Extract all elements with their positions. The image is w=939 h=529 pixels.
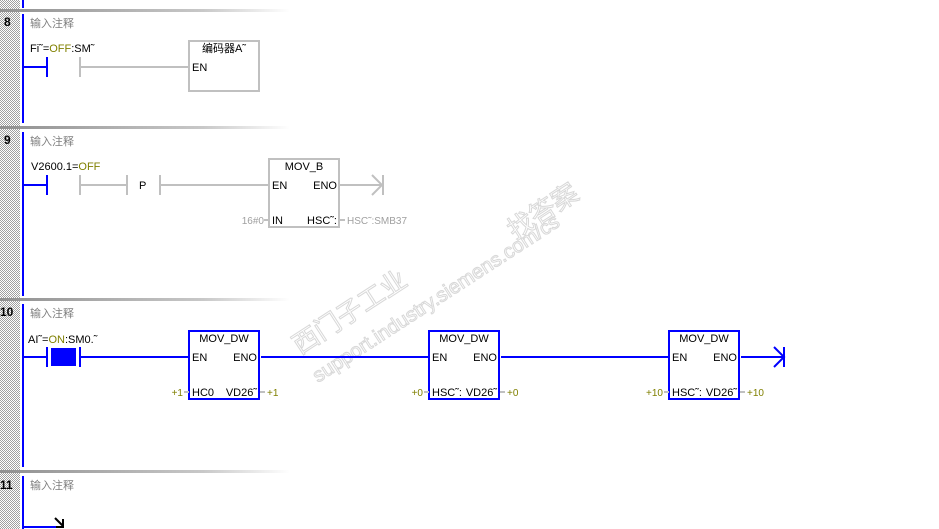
eno-pin: ENO — [713, 352, 737, 364]
insert-cursor-arrow-icon — [54, 517, 64, 528]
out-pin: VD26˜ — [466, 387, 498, 399]
rung-wire — [81, 356, 189, 358]
pin-stub — [340, 219, 345, 221]
network-number: 8 — [4, 15, 11, 29]
mov-dw-box-2[interactable]: MOV_DW EN ENO HSC˜: VD26˜ +0 +0 — [412, 330, 519, 400]
pin-stub — [264, 219, 269, 221]
power-rail — [22, 0, 24, 529]
network-number: 10 — [0, 305, 14, 319]
pin-stub — [664, 391, 669, 393]
eno-pin: ENO — [313, 180, 337, 192]
pin-stub — [740, 391, 745, 393]
mov-dw-box-1[interactable]: MOV_DW EN ENO HC0 VD26˜ +1 +1 — [172, 330, 279, 400]
in-value: 16#0 — [242, 216, 265, 227]
box-title: MOV_DW — [199, 333, 249, 345]
out-value: HSC˜:SMB37 — [347, 216, 407, 227]
rung-wire — [340, 184, 383, 186]
in-value: +10 — [646, 388, 663, 399]
out-pin: VD26˜ — [226, 387, 258, 399]
normally-open-contact[interactable] — [24, 57, 81, 77]
en-pin: EN — [272, 180, 287, 192]
box-title: 编码器A˜ — [202, 41, 246, 55]
contact-label: V2600.1=OFF — [31, 161, 101, 173]
rung-wire — [501, 356, 669, 358]
contact-label: Fi˜=OFF:SM˜ — [30, 43, 95, 55]
out-value: +0 — [507, 388, 519, 399]
box-title: MOV_DW — [679, 333, 729, 345]
out-pin: VD26˜ — [706, 387, 738, 399]
in-value: +0 — [412, 388, 424, 399]
rung-end-bar — [783, 347, 785, 367]
eno-pin: ENO — [233, 352, 257, 364]
rung-end-bar — [382, 175, 384, 195]
network-comment[interactable]: 输入注释 — [30, 16, 74, 30]
subroutine-box[interactable]: 编码器A˜ EN — [188, 40, 260, 92]
in-pin: IN — [272, 215, 283, 227]
network-comment[interactable]: 输入注释 — [30, 478, 74, 492]
in-pin: HSC˜: — [672, 387, 702, 399]
box-title: MOV_B — [285, 161, 324, 173]
network-separator — [0, 298, 290, 301]
rung-wire — [81, 66, 189, 68]
network-separator — [0, 9, 290, 12]
en-pin: EN — [192, 62, 207, 74]
pin-stub — [500, 391, 505, 393]
network-number: 9 — [4, 133, 11, 147]
rung-wire — [741, 356, 784, 358]
en-pin: EN — [672, 352, 687, 364]
normally-open-contact-energized[interactable] — [24, 347, 81, 367]
in-value: +1 — [172, 388, 184, 399]
normally-open-contact[interactable] — [24, 175, 81, 195]
out-value: +10 — [747, 388, 764, 399]
network-10[interactable]: 10 输入注释 AI˜=ON:SM0.˜ MOV_DW EN ENO HC0 V… — [0, 305, 786, 400]
out-pin: HSC˜: — [307, 215, 337, 227]
eno-pin: ENO — [473, 352, 497, 364]
pin-stub — [184, 391, 189, 393]
network-separator — [0, 126, 290, 129]
network-number: 11 — [0, 478, 13, 492]
box-title: MOV_DW — [439, 333, 489, 345]
in-pin: HC0 — [192, 387, 214, 399]
network-comment[interactable]: 输入注释 — [30, 134, 74, 148]
in-pin: HSC˜: — [432, 387, 462, 399]
pin-stub — [260, 391, 265, 393]
network-8[interactable]: 8 输入注释 Fi˜=OFF:SM˜ 编码器A˜ EN — [4, 15, 260, 92]
network-gutter — [0, 0, 20, 529]
network-9[interactable]: 9 输入注释 V2600.1=OFF P MOV_B EN ENO IN HSC… — [4, 133, 407, 228]
rung-wire — [161, 184, 269, 186]
mov-dw-box-3[interactable]: MOV_DW EN ENO HSC˜: VD26˜ +10 +10 — [646, 330, 764, 400]
contact-label: AI˜=ON:SM0.˜ — [28, 334, 98, 346]
network-11[interactable]: 11 输入注释 — [0, 478, 74, 528]
network-comment[interactable]: 输入注释 — [30, 306, 74, 320]
pin-stub — [424, 391, 429, 393]
mov-b-box[interactable]: MOV_B EN ENO IN HSC˜: — [268, 158, 340, 228]
en-pin: EN — [432, 352, 447, 364]
rung-wire — [81, 184, 127, 186]
rung-wire — [22, 526, 64, 528]
out-value: +1 — [267, 388, 279, 399]
rung-wire — [261, 356, 429, 358]
edge-label: P — [139, 180, 146, 192]
network-separator — [0, 470, 290, 473]
en-pin: EN — [192, 352, 207, 364]
positive-edge-contact[interactable]: P — [126, 175, 161, 195]
